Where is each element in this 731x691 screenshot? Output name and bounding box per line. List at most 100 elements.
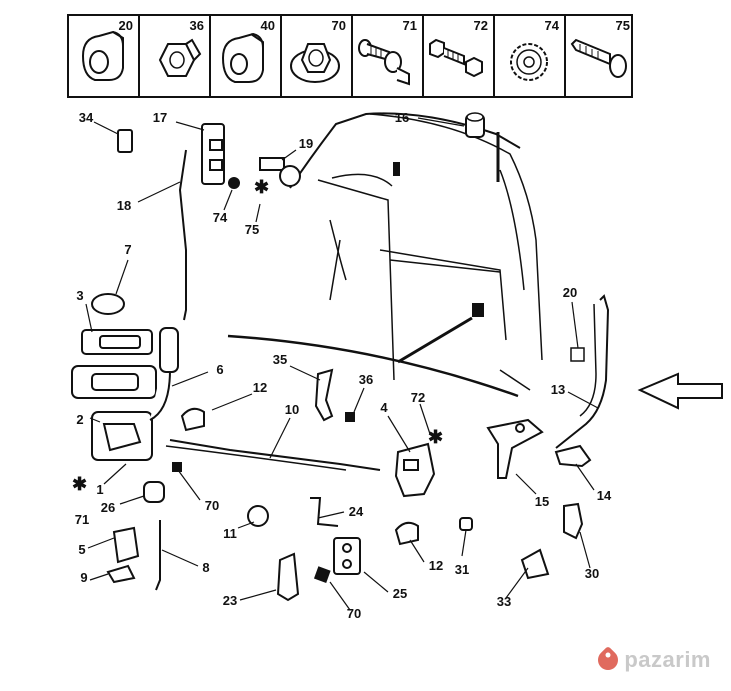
- callout-3: 3: [76, 288, 84, 303]
- legend-number: 75: [615, 18, 630, 33]
- callout-9: 9: [80, 570, 88, 585]
- svg-text:✱: ✱: [254, 177, 269, 197]
- indicator-mark: [313, 566, 331, 583]
- callout-16: 16: [394, 110, 410, 125]
- fastener-legend-strip: 20 36 40 70: [67, 14, 633, 98]
- callout-7: 7: [124, 242, 132, 257]
- serrated-washer-icon: [510, 43, 548, 81]
- legend-cell-71: 71: [353, 16, 424, 96]
- callout-26: 26: [100, 500, 116, 515]
- callout-4: 4: [380, 400, 388, 415]
- countersunk-screw-icon: [570, 38, 627, 78]
- callout-70: 70: [346, 606, 362, 621]
- callout-12: 12: [428, 558, 444, 573]
- callout-1: 1: [96, 482, 104, 497]
- callout-2: 2: [76, 412, 84, 427]
- legend-cell-40: 40: [211, 16, 282, 96]
- callout-34: 34: [78, 110, 94, 125]
- callout-6: 6: [216, 362, 224, 377]
- callout-30: 30: [584, 566, 600, 581]
- price-tag-icon: [594, 645, 623, 675]
- part-15-latch: [486, 418, 544, 479]
- callout-35: 35: [272, 352, 288, 367]
- callout-19: 19: [298, 136, 314, 151]
- part-12-clip: [180, 407, 205, 432]
- callout-31: 31: [454, 562, 470, 577]
- clip-nut-icon: [81, 30, 124, 81]
- part-13-cable: [555, 294, 610, 449]
- indicator-mark: [172, 462, 182, 472]
- part-11-clip: [247, 505, 269, 527]
- part-10-rod: [169, 439, 381, 471]
- part-8-rod: [155, 520, 161, 591]
- part-33-bracket: [520, 548, 550, 580]
- callout-24: 24: [348, 504, 364, 519]
- callout-36: 36: [358, 372, 374, 387]
- callout-17: 17: [152, 110, 168, 125]
- legend-number: 40: [260, 18, 275, 33]
- part-23-actuator: [276, 552, 300, 602]
- spring-clip-icon: [221, 32, 264, 83]
- part-34-clip: [117, 129, 133, 153]
- callout-10: 10: [284, 402, 300, 417]
- legend-cell-75: 75: [566, 16, 635, 96]
- legend-cell-72: 72: [424, 16, 495, 96]
- indicator-mark: [393, 162, 400, 176]
- callout-20: 20: [562, 285, 578, 300]
- callout-70: 70: [204, 498, 220, 513]
- callout-23: 23: [222, 593, 238, 608]
- part-24-rod: [310, 497, 339, 527]
- legend-cell-20: 20: [69, 16, 140, 96]
- part-19-pin: [259, 157, 301, 187]
- pointer-arrow: [637, 372, 723, 410]
- indicator-mark: [345, 412, 355, 422]
- part-26-grommet: [143, 481, 165, 503]
- part-30-cover: [563, 502, 584, 540]
- part-18-rod: [178, 149, 187, 321]
- svg-text:✱: ✱: [428, 427, 443, 447]
- legend-number: 20: [118, 18, 133, 33]
- part-5-bushing: [112, 526, 140, 564]
- part-17-striker: [201, 123, 225, 185]
- indicator-mark: [472, 303, 484, 317]
- callout-33: 33: [496, 594, 512, 609]
- callout-18: 18: [116, 198, 132, 213]
- legend-cell-74: 74: [495, 16, 566, 96]
- part-25-bracket: [333, 537, 361, 575]
- legend-number: 72: [473, 18, 488, 33]
- part-12-clip: [394, 521, 419, 546]
- part-3-inner-handle: [81, 329, 153, 355]
- legend-number: 74: [544, 18, 559, 33]
- hex-nut-icon: [158, 38, 202, 77]
- callout-25: 25: [392, 586, 408, 601]
- callout-11: 11: [223, 526, 237, 541]
- callout-15: 15: [534, 494, 550, 509]
- part-4-lock: [394, 442, 436, 498]
- callout-12: 12: [252, 380, 268, 395]
- legend-number: 36: [189, 18, 204, 33]
- part-2-handle: [71, 365, 157, 399]
- watermark: pazarim: [594, 645, 711, 675]
- part-74-washer: [228, 177, 240, 189]
- part-7-bezel: [91, 293, 125, 315]
- callout-14: 14: [596, 488, 612, 503]
- callout-8: 8: [202, 560, 210, 575]
- callout-72: 72: [410, 390, 426, 405]
- legend-number: 70: [331, 18, 346, 33]
- part-9-clip: [106, 564, 136, 584]
- legend-cell-70: 70: [282, 16, 353, 96]
- legend-number: 71: [402, 18, 417, 33]
- stud-bolt-icon: [358, 39, 410, 86]
- callout-13: 13: [550, 382, 566, 397]
- callout-71: 71: [74, 512, 90, 527]
- svg-text:✱: ✱: [72, 474, 87, 494]
- part-35-bracket: [314, 368, 334, 422]
- callout-5: 5: [78, 542, 86, 557]
- part-6-cable-end: [159, 327, 179, 373]
- callout-75: 75: [244, 222, 260, 237]
- part-31-plug: [459, 517, 473, 531]
- callout-74: 74: [212, 210, 228, 225]
- hex-bolt-washer-icon: [429, 38, 483, 78]
